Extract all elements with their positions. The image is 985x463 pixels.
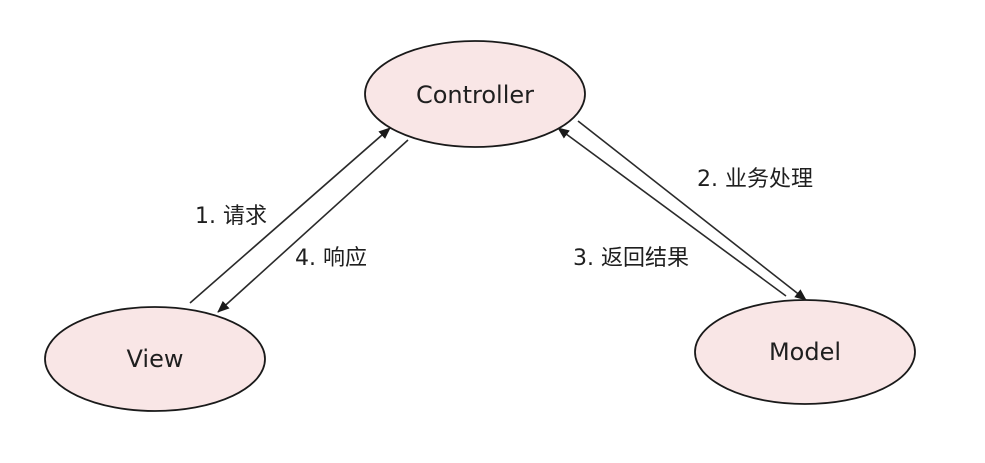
edge-label-request: 1. 请求 — [195, 204, 267, 229]
edge-model-to-controller — [557, 127, 787, 297]
controller-label: Controller — [416, 81, 534, 109]
edge-controller-to-model — [577, 120, 807, 301]
node-model: Model — [694, 299, 916, 405]
edge-label-business: 2. 业务处理 — [697, 167, 813, 192]
node-view: View — [44, 306, 266, 412]
edge-view-to-controller — [189, 127, 391, 304]
edge-label-result: 3. 返回结果 — [573, 246, 689, 271]
edge-label-response: 4. 响应 — [295, 246, 367, 271]
controller-ellipse — [364, 40, 586, 148]
edge-controller-to-view — [217, 139, 409, 313]
model-ellipse — [694, 299, 916, 405]
node-controller: Controller — [364, 40, 586, 148]
view-label: View — [127, 345, 184, 373]
model-label: Model — [769, 338, 841, 366]
view-ellipse — [44, 306, 266, 412]
